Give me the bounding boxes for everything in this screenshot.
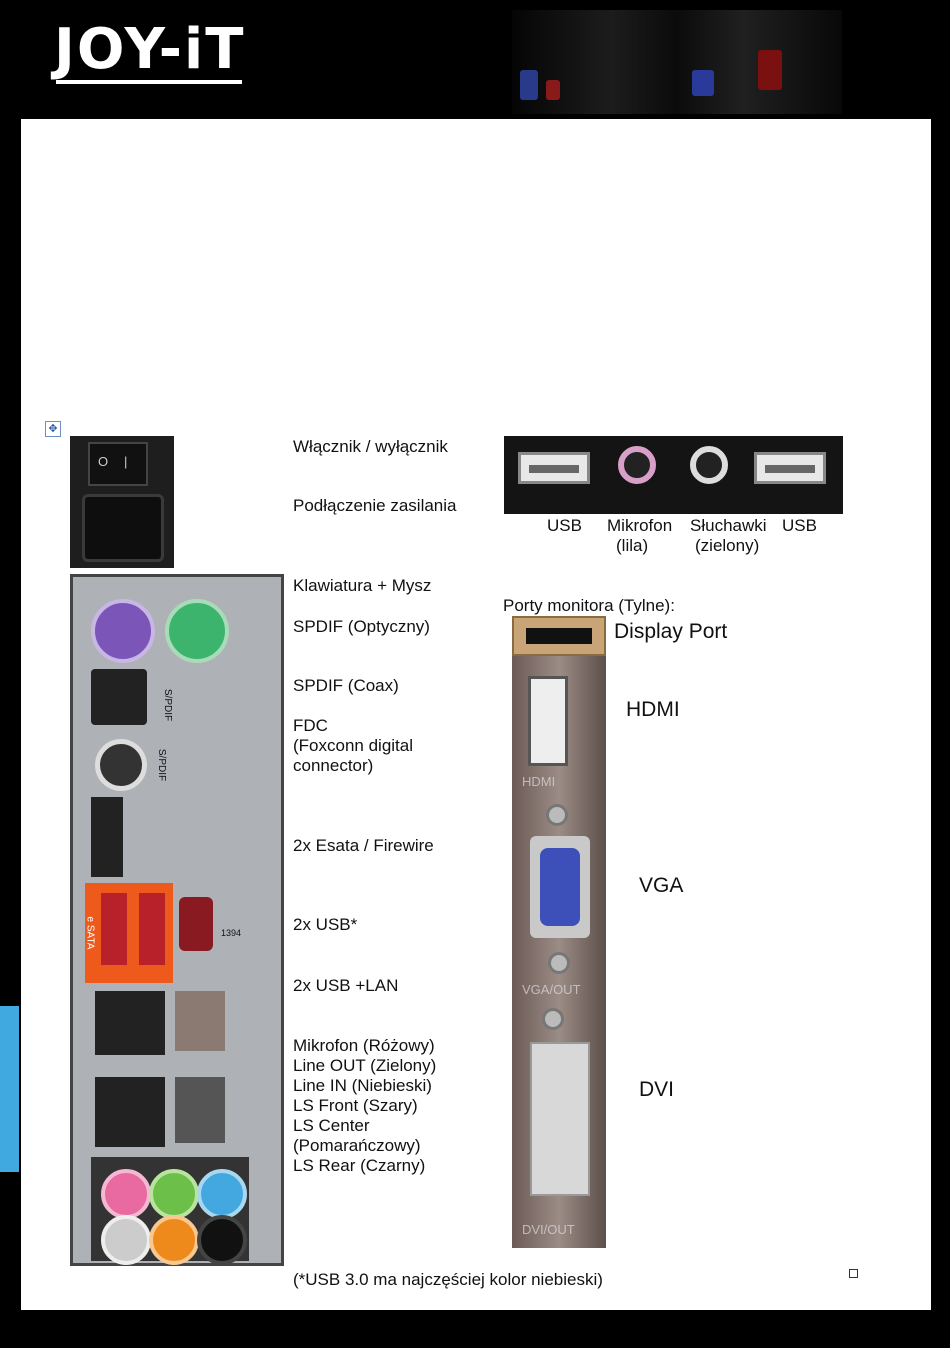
- front-usb-left: USB: [547, 516, 582, 535]
- io-shield: S/PDIF S/PDIF e SATA 1394: [70, 574, 284, 1266]
- headphone-jack-icon: [690, 446, 728, 484]
- label-usb: 2x USB*: [293, 915, 358, 934]
- label-audio-linein: Line IN (Niebieski): [293, 1076, 432, 1095]
- spdif-optical-icon: [91, 669, 147, 725]
- ps2-mouse-icon: [165, 599, 229, 663]
- audio-orange-icon: [149, 1215, 199, 1265]
- audio-pink-icon: [101, 1169, 151, 1219]
- label-fdc-1: FDC: [293, 716, 328, 735]
- label-audio-lineout: Line OUT (Zielony): [293, 1056, 437, 1075]
- spdif-mark-2: S/PDIF: [156, 748, 168, 782]
- front-headphones: Słuchawki: [690, 516, 767, 535]
- audio-grey-icon: [101, 1215, 151, 1265]
- esata-port-2-icon: [139, 893, 165, 965]
- card-hdmi-mark: HDMI: [522, 774, 556, 789]
- usb-pair-2-icon: [95, 1077, 165, 1147]
- label-vga: VGA: [639, 874, 684, 897]
- label-keyboard-mouse: Klawiatura + Mysz: [293, 576, 432, 595]
- header: JOY-iT: [0, 0, 950, 118]
- front-mic: Mikrofon: [607, 516, 673, 535]
- power-block: O|: [70, 436, 174, 568]
- card-vga-mark: VGA/OUT: [522, 982, 581, 997]
- audio-blue-icon: [197, 1169, 247, 1219]
- mic-jack-icon: [618, 446, 656, 484]
- label-audio-center-color: (Pomarańczowy): [293, 1136, 421, 1155]
- ieee-mark: 1394: [221, 928, 242, 938]
- label-esata: 2x Esata / Firewire: [293, 836, 434, 855]
- dvi-port-icon: [530, 1042, 590, 1196]
- hdmi-port-icon: [528, 676, 568, 766]
- card-dvi-mark: DVI/OUT: [522, 1222, 575, 1237]
- label-usb-lan: 2x USB +LAN: [293, 976, 399, 995]
- audio-green-icon: [149, 1169, 199, 1219]
- ps2-keyboard-icon: [91, 599, 155, 663]
- front-ports-image: [504, 436, 843, 514]
- graphics-card-image: HDMI VGA/OUT DVI/OUT: [512, 616, 606, 1248]
- header-pc-photo: [512, 10, 842, 114]
- label-audio-mic: Mikrofon (Różowy): [293, 1036, 435, 1055]
- lan-bottom-icon: [175, 1077, 225, 1143]
- esata-port-1-icon: [101, 893, 127, 965]
- front-headphones-color: (zielony): [695, 536, 760, 555]
- label-audio-front: LS Front (Szary): [293, 1096, 418, 1115]
- sata-mark: e SATA: [84, 916, 96, 950]
- fdc-connector-icon: [91, 797, 123, 877]
- vga-port-icon: [530, 836, 590, 938]
- usb-left-icon: [518, 452, 590, 484]
- paragraph-mark: [849, 1269, 858, 1278]
- label-fdc-2: (Foxconn digital: [293, 736, 414, 755]
- usb-right-icon: [754, 452, 826, 484]
- label-hdmi: HDMI: [626, 698, 680, 721]
- lan-top-icon: [175, 991, 225, 1051]
- label-audio-rear: LS Rear (Czarny): [293, 1156, 426, 1175]
- spdif-mark-1: S/PDIF: [162, 688, 174, 722]
- power-socket-icon: [82, 494, 164, 562]
- firewire-icon: [179, 897, 213, 951]
- power-switch-icon: O|: [88, 442, 148, 486]
- front-mic-color: (lila): [616, 536, 649, 555]
- footnote: (*USB 3.0 ma najczęściej kolor niebieski…: [293, 1270, 603, 1289]
- label-spdif-optical: SPDIF (Optyczny): [293, 617, 430, 636]
- brand-logo: JOY-iT: [54, 17, 246, 82]
- label-displayport: Display Port: [614, 620, 728, 643]
- move-handle-icon[interactable]: ✥: [45, 421, 61, 437]
- usb-pair-1-icon: [95, 991, 165, 1055]
- screw-icon: [548, 952, 570, 974]
- logo-underline: [56, 80, 242, 84]
- audio-black-icon: [197, 1215, 247, 1265]
- label-fdc-3: connector): [293, 756, 374, 775]
- label-audio-center: LS Center: [293, 1116, 370, 1135]
- label-power: Podłączenie zasilania: [293, 496, 457, 515]
- screw-icon: [542, 1008, 564, 1030]
- label-dvi: DVI: [639, 1078, 675, 1101]
- monitor-title: Porty monitora (Tylne):: [503, 596, 675, 615]
- label-spdif-coax: SPDIF (Coax): [293, 676, 399, 695]
- label-switch: Włącznik / wyłącznik: [293, 437, 448, 456]
- displayport-icon: [512, 616, 606, 656]
- spdif-coax-icon: [95, 739, 147, 791]
- front-usb-right: USB: [782, 516, 817, 535]
- rear-panel-image: O| S/PDIF S/PDIF e SATA 1394: [70, 436, 284, 1266]
- side-tab: [0, 1006, 19, 1172]
- screw-icon: [546, 804, 568, 826]
